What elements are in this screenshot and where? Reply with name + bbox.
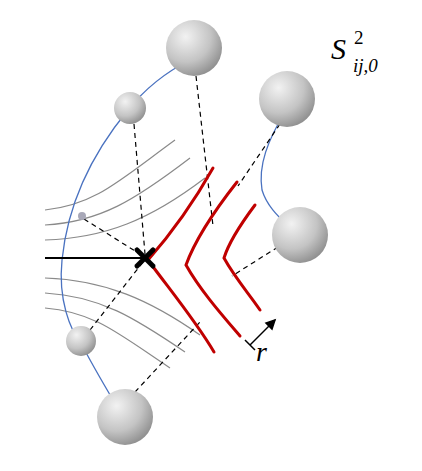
axis-line [45, 257, 145, 259]
symbol-letter: S [331, 34, 346, 64]
dashed-lines [84, 76, 280, 392]
field-lines [45, 140, 205, 368]
spheres [66, 20, 328, 445]
subscript: ij,0 [353, 56, 378, 75]
superscript: 2 [354, 28, 364, 47]
red-curves [148, 168, 260, 352]
cross-marker [137, 250, 153, 266]
radius-label: r [256, 338, 267, 366]
blue-curves [61, 60, 298, 415]
